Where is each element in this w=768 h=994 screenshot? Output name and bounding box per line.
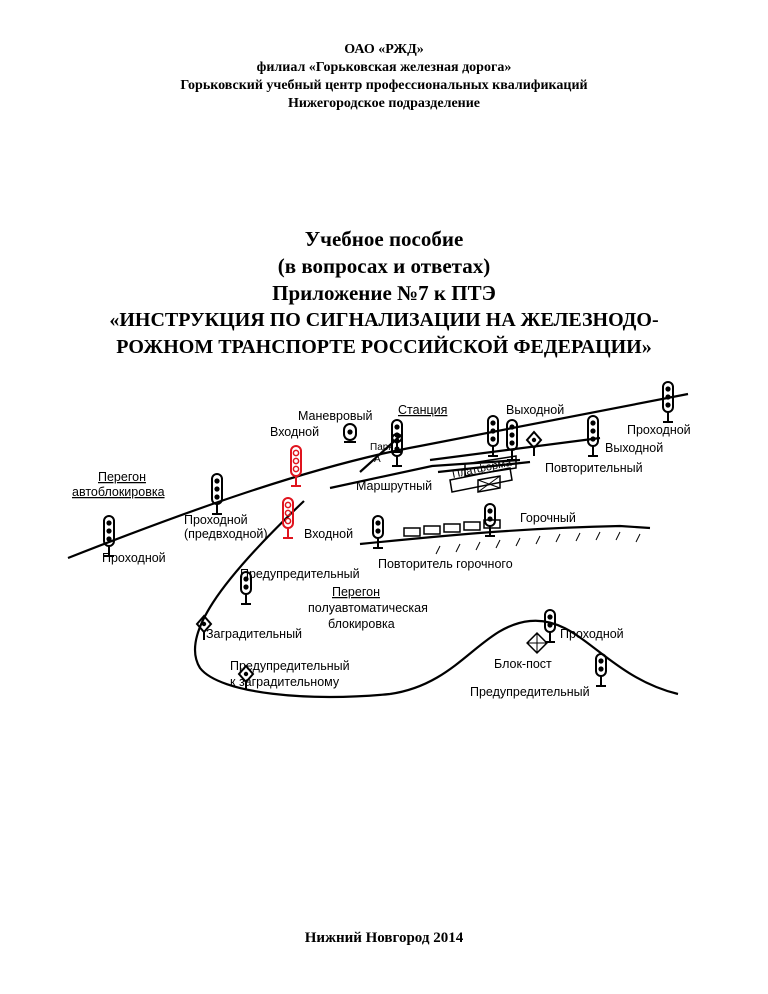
repeater-signal (526, 431, 542, 457)
railway-signal-diagram: Маневровый Станция Выходной Проходной Вы… (60, 376, 710, 721)
label-through-right: Проходной (627, 423, 691, 437)
label-platform: Платформа (451, 456, 513, 480)
label-warning-bottom: Предупредительный (470, 685, 590, 699)
label-block-post: Блок-пост (494, 657, 552, 671)
through-pre-entry-signal (211, 473, 223, 515)
label-haul-semi-1: Перегон (332, 585, 380, 599)
label-route: Маршрутный (356, 479, 432, 493)
label-exit-right: Выходной (605, 441, 663, 455)
label-park-letter: А (374, 454, 381, 465)
label-exit-top: Выходной (506, 403, 564, 417)
embankment-hatching (435, 531, 641, 555)
label-entry-lower: Входной (304, 527, 353, 541)
exit-signal-1 (487, 415, 499, 457)
block-post-icon (526, 632, 548, 654)
label-station: Станция (398, 403, 447, 417)
shunting-signal (343, 423, 357, 443)
through-signal-right-top (662, 381, 674, 423)
title-line-1: Учебное пособие (304, 227, 464, 251)
branch-name: филиал «Горьковская железная дорога» (256, 60, 512, 75)
exit-signal-2 (506, 419, 518, 461)
title-line-5: РОЖНОМ ТРАНСПОРТЕ РОССИЙСКОЙ ФЕДЕРАЦИИ» (116, 336, 652, 358)
footer-place-year: Нижний Новгород 2014 (304, 930, 464, 946)
label-warning-barrier-2: к заградительному (230, 675, 340, 689)
label-haul-semi-3: блокировка (328, 617, 395, 631)
label-warning-barrier-1: Предупредительный (230, 659, 350, 673)
division-name: Нижегородское подразделение (287, 96, 481, 111)
signal-diagram-svg: Маневровый Станция Выходной Проходной Вы… (67, 381, 691, 699)
label-through-left: Проходной (102, 551, 166, 565)
title-line-2: (в вопросах и ответах) (277, 254, 491, 278)
label-through-pre-1: Проходной (184, 513, 248, 527)
label-haul-auto-2: автоблокировка (72, 485, 165, 499)
label-shunting: Маневровый (298, 409, 373, 423)
station-platform (449, 455, 517, 493)
title-line-3: Приложение №7 к ПТЭ (272, 281, 496, 305)
label-haul-auto-1: Перегон (98, 470, 146, 484)
warning-signal-bottom (595, 653, 607, 687)
organization-name: ОАО «РЖД» (344, 42, 424, 57)
label-warning: Предупредительный (240, 567, 360, 581)
label-through-pre-2: (предвходной) (184, 527, 268, 541)
entry-signal-red-lower (282, 497, 294, 539)
label-through-bottom: Проходной (560, 627, 624, 641)
through-signal-left (103, 515, 115, 557)
label-park: Парк (370, 442, 393, 453)
label-hump-repeater: Повторитель горочного (378, 557, 513, 571)
label-haul-semi-2: полуавтоматическая (308, 601, 428, 615)
entry-signal-red-top (290, 445, 302, 487)
through-signal-bottom (544, 609, 556, 643)
training-center-name: Горьковский учебный центр профессиональн… (180, 78, 588, 93)
label-hump: Горочный (520, 511, 576, 525)
label-barrier: Заградительный (206, 627, 302, 641)
title-line-4: «ИНСТРУКЦИЯ ПО СИГНАЛИЗАЦИИ НА ЖЕЛЕЗНОДО… (109, 309, 659, 331)
document-title: Учебное пособие (в вопросах и ответах) П… (0, 226, 768, 361)
exit-signal-right (587, 415, 599, 457)
label-entry-top: Входной (270, 425, 319, 439)
label-repeater: Повторительный (545, 461, 643, 475)
hump-wagons (403, 519, 501, 537)
document-header: ОАО «РЖД» филиал «Горьковская железная д… (0, 41, 768, 113)
